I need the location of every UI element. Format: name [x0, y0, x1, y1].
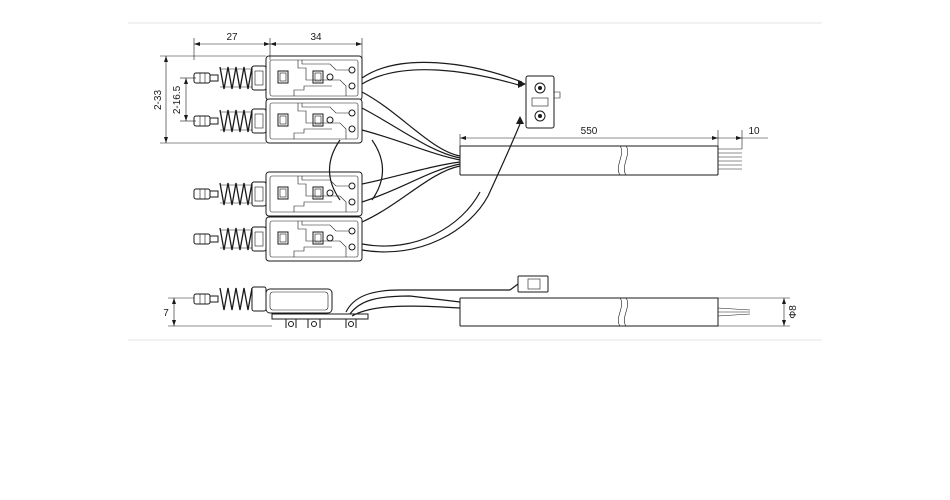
dim-cable-length: 550 [581, 126, 598, 137]
switch-stack-upper [193, 55, 363, 144]
dim-side-height: 7 [163, 308, 169, 319]
dim-cable-diameter: Φ8 [788, 305, 799, 319]
dim-pitch-outer: 2-33 [153, 90, 164, 110]
dim-pitch-inner: 2-16.5 [172, 85, 183, 114]
switch-stack-lower [193, 171, 363, 262]
side-view [193, 275, 751, 328]
connector-block [516, 75, 561, 129]
wire-bundle [329, 61, 523, 253]
dim-block-width: 34 [310, 32, 322, 43]
dimension-lines [160, 38, 790, 327]
drawing-frame [128, 22, 822, 341]
dim-switch-width: 27 [226, 32, 238, 43]
dim-strip-length: 10 [748, 126, 760, 137]
main-cable-top [459, 145, 742, 176]
